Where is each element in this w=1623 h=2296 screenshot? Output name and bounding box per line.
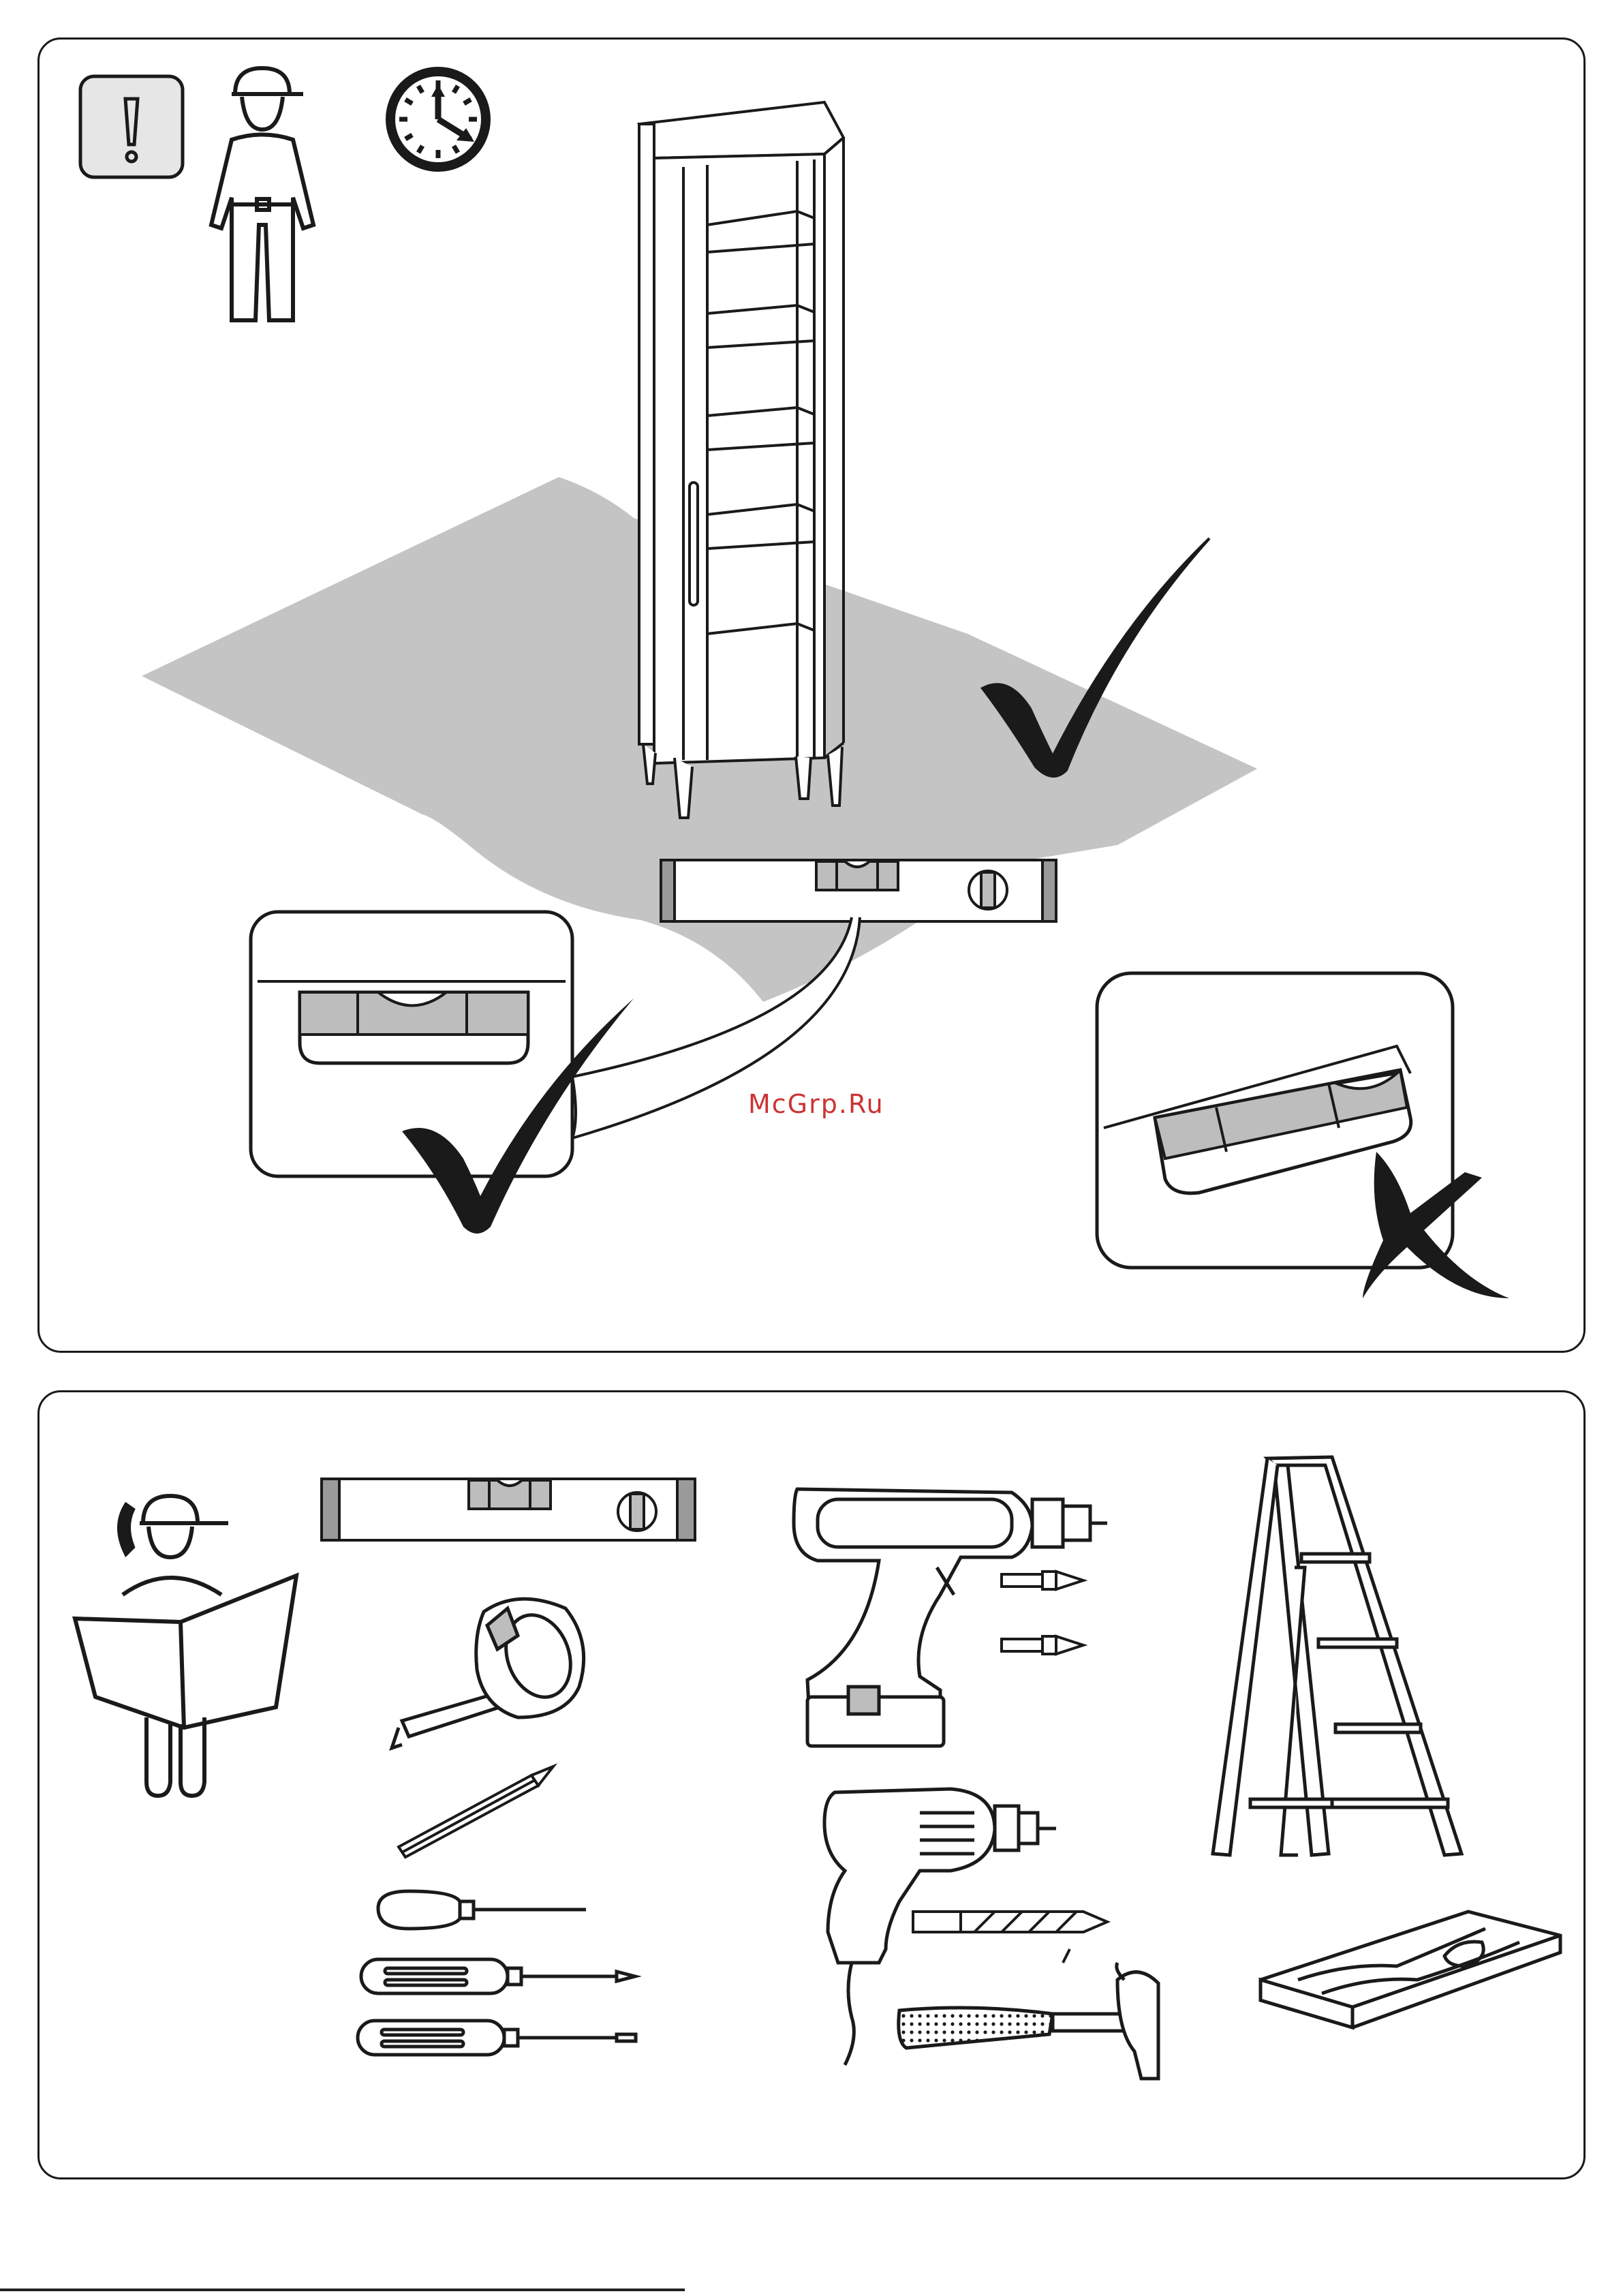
pencil bbox=[399, 1766, 553, 1857]
spirit-level bbox=[322, 1479, 695, 1540]
watermark-text: McGrp.Ru bbox=[748, 1089, 884, 1119]
awl bbox=[378, 1891, 586, 1929]
hammer bbox=[899, 1963, 1158, 2079]
step-ladder bbox=[1213, 1457, 1462, 1855]
clock-icon bbox=[390, 72, 486, 167]
cordless-drill bbox=[794, 1489, 1107, 1746]
exclamation-icon bbox=[80, 76, 183, 177]
two-person-icon bbox=[211, 68, 313, 320]
reading-person-icon bbox=[75, 1496, 296, 1796]
spirit-level bbox=[661, 860, 1056, 921]
drill-bit bbox=[913, 1912, 1107, 1963]
wood-board bbox=[1261, 1912, 1560, 2027]
glass-cabinet bbox=[639, 102, 844, 818]
phone-icon bbox=[119, 1505, 133, 1554]
footer-rule bbox=[0, 2289, 685, 2291]
phillips-screwdriver bbox=[361, 1959, 635, 1993]
tape-measure bbox=[392, 1599, 584, 1748]
flat-screwdriver bbox=[358, 2021, 636, 2055]
screwdriver-bits bbox=[1002, 1572, 1083, 1654]
